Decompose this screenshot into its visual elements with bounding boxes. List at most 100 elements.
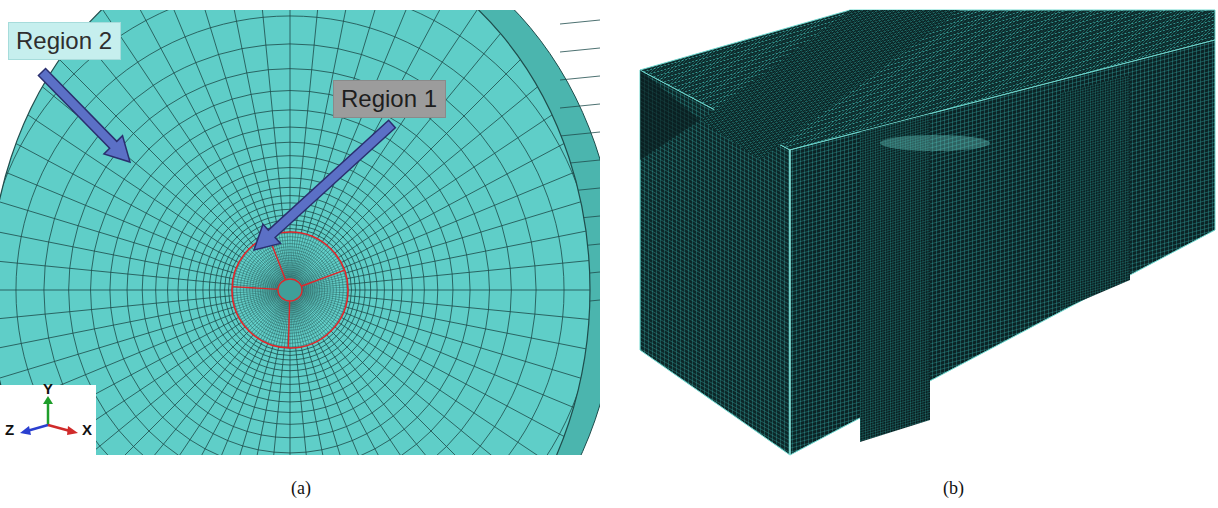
mesh-line [347, 196, 600, 278]
mesh-line [0, 312, 236, 455]
z-axis-head [20, 426, 31, 435]
mesh-line [110, 110, 470, 455]
mesh-line [229, 229, 352, 352]
mesh-line [307, 346, 430, 455]
mesh-line [0, 106, 236, 267]
mesh-line [0, 10, 600, 455]
mesh-line [91, 91, 490, 455]
axis-label: Y [43, 381, 53, 398]
mesh-line [240, 240, 340, 340]
mesh-line [0, 327, 245, 455]
partition-line [288, 301, 289, 348]
region-2-mesh [0, 10, 600, 455]
mesh-line [44, 44, 536, 455]
mesh-line [253, 253, 328, 328]
mesh-line [237, 237, 344, 344]
mesh-line [142, 142, 438, 438]
mesh-line [233, 233, 347, 347]
mesh-line [209, 209, 370, 370]
partition-line [232, 287, 278, 290]
mesh-line [0, 10, 600, 455]
mesh-line [278, 278, 302, 302]
y-axis-head [43, 396, 53, 404]
mesh-line [0, 10, 596, 455]
mesh-line [0, 10, 600, 455]
axis-label: Z [5, 422, 14, 439]
mesh-line [0, 243, 232, 284]
mesh-line [341, 64, 600, 263]
mesh-line [156, 156, 425, 425]
region-label-box: Region 1 [333, 80, 446, 118]
mesh-line [0, 10, 245, 253]
side-face [790, 40, 1215, 455]
disc-mesh [0, 10, 600, 455]
disc-edge [0, 10, 590, 455]
mesh-line [560, 18, 600, 24]
mesh-line [0, 10, 600, 455]
mesh-line [290, 10, 291, 232]
mesh-line [348, 290, 600, 291]
panel-label: (b) [943, 479, 964, 499]
mesh-line [331, 331, 600, 455]
mesh-line [232, 232, 348, 348]
mesh-line [348, 243, 600, 284]
mesh-line [0, 151, 234, 274]
panel-label: (a) [291, 479, 311, 499]
side-face-band [860, 114, 930, 442]
mesh-line [220, 220, 360, 360]
x-axis [48, 425, 70, 431]
axis-label: X [82, 422, 92, 439]
refined-zone [880, 135, 990, 151]
bar-edge [789, 150, 790, 455]
mesh-line [0, 10, 249, 249]
mesh-line [0, 290, 232, 291]
mesh-line [255, 255, 324, 324]
mesh-line [290, 348, 291, 455]
mesh-line [215, 215, 365, 365]
mesh-line [127, 127, 453, 453]
mesh-line [106, 344, 267, 455]
mesh-line [276, 276, 303, 303]
pointer-arrow [254, 120, 395, 250]
mesh-line [69, 69, 512, 455]
side-face-band [1060, 75, 1130, 310]
region-label-box: Region 2 [8, 22, 121, 60]
mesh-line [250, 250, 331, 331]
y-axis [47, 402, 50, 425]
mesh-line [560, 74, 600, 80]
mesh-line [0, 317, 239, 455]
mesh-line [225, 225, 356, 356]
mesh-line [347, 301, 600, 383]
bar-mesh [640, 10, 1215, 455]
hole [278, 279, 302, 301]
mesh-line [203, 203, 377, 377]
mesh-line [560, 130, 600, 136]
mesh-line [168, 168, 413, 413]
mesh-line [560, 102, 600, 108]
mesh-line [0, 296, 232, 337]
mesh-line [560, 46, 600, 52]
mesh-line [151, 346, 274, 455]
region-label: Region 1 [341, 84, 438, 114]
mesh-line [338, 322, 600, 455]
mesh-line [106, 10, 267, 236]
region-1-face [232, 232, 348, 348]
z-axis [27, 425, 48, 431]
mesh-line [344, 312, 600, 455]
mesh-line [196, 10, 278, 233]
region-boundary [232, 232, 348, 348]
mesh-line [335, 327, 600, 455]
disc-face [0, 10, 590, 455]
mesh-line [327, 335, 595, 455]
axis-triad [20, 396, 78, 435]
mesh-line [247, 247, 334, 334]
region-label: Region 2 [16, 26, 113, 56]
x-axis-head [67, 426, 78, 435]
mesh-line [0, 322, 242, 455]
mesh-line [312, 344, 473, 455]
mesh-line [275, 275, 306, 306]
pointer-arrow [38, 69, 130, 162]
mesh-line [341, 317, 600, 455]
partition-line [301, 270, 344, 286]
region-1-mesh [232, 232, 348, 348]
